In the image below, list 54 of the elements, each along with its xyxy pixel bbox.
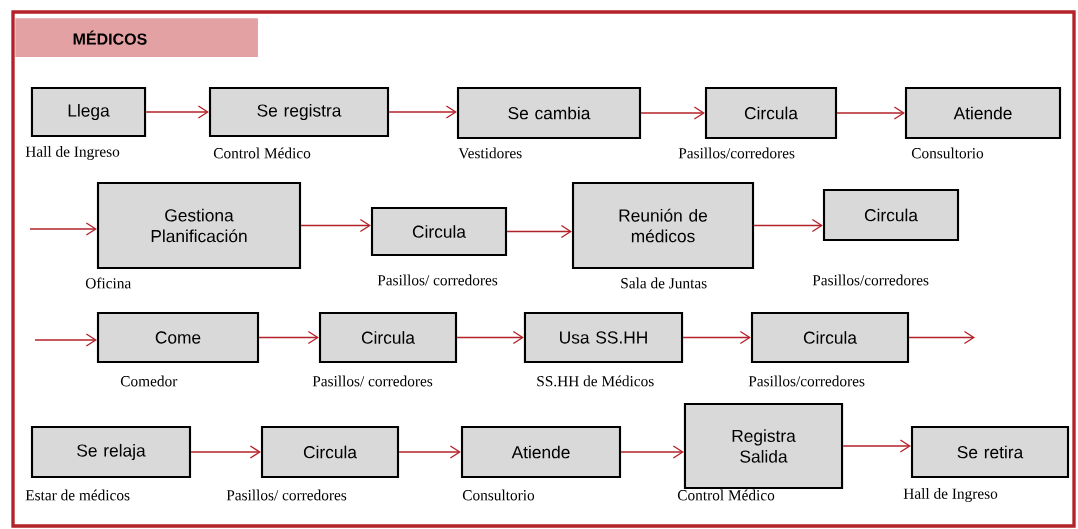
location-label: Pasillos/corredores xyxy=(812,274,929,286)
process-box: Usa SS.HH xyxy=(523,311,684,364)
location-label: Comedor xyxy=(120,375,178,387)
process-box: Circula xyxy=(318,311,458,364)
arrow xyxy=(190,445,261,459)
arrow xyxy=(620,445,684,459)
process-box: Atiende xyxy=(460,425,622,479)
location-label: SS.HH de Médicos xyxy=(537,375,654,387)
process-box: Atiende xyxy=(904,86,1062,140)
location-label: Pasillos/ corredores xyxy=(226,489,347,501)
location-label: Hall de Ingreso xyxy=(25,146,120,160)
location-label: Consultorio xyxy=(462,489,535,501)
location-label: Hall de Ingreso xyxy=(903,488,998,502)
process-box: Reunión de médicos xyxy=(571,181,755,270)
process-box: Circula xyxy=(704,86,838,140)
process-box: Gestiona Planificación xyxy=(96,181,302,270)
process-box: Circula xyxy=(260,425,400,479)
location-label: Pasillos/corredores xyxy=(748,375,865,387)
process-box: Circula xyxy=(370,206,508,257)
location-label: Vestidores xyxy=(458,147,522,159)
arrow xyxy=(300,218,371,233)
process-box: Circula xyxy=(822,188,960,242)
location-label: Pasillos/ corredores xyxy=(312,375,433,387)
arrow xyxy=(456,330,524,345)
location-label: Oficina xyxy=(85,277,132,289)
process-box: Se relaja xyxy=(30,425,192,479)
arrow xyxy=(258,330,319,345)
process-box: Circula xyxy=(750,311,910,364)
arrow xyxy=(388,105,457,119)
location-label: Consultorio xyxy=(911,147,984,159)
process-box: Se retira xyxy=(910,425,1070,479)
process-box: Se registra xyxy=(208,86,390,138)
title-tab: MÉDICOS xyxy=(15,18,258,57)
arrow xyxy=(29,222,97,236)
process-box: Llega xyxy=(30,86,147,138)
arrow xyxy=(908,330,975,345)
location-label: Estar de médicos xyxy=(25,489,130,501)
arrow xyxy=(836,106,905,120)
arrow xyxy=(682,330,751,345)
arrow xyxy=(640,106,705,120)
arrow xyxy=(398,445,461,459)
process-box: Registra Salida xyxy=(683,402,844,490)
process-box: Se cambia xyxy=(456,86,642,140)
arrow xyxy=(34,333,97,347)
location-label: Pasillos/corredores xyxy=(678,147,795,159)
arrow xyxy=(753,218,823,233)
arrow xyxy=(145,105,209,119)
location-label: Pasillos/ corredores xyxy=(377,274,498,286)
location-label: Control Médico xyxy=(677,489,775,501)
location-label: Sala de Juntas xyxy=(621,277,707,289)
arrow xyxy=(506,224,572,239)
arrow xyxy=(842,439,911,453)
location-label: Control Médico xyxy=(213,147,311,159)
process-box: Come xyxy=(96,311,260,364)
